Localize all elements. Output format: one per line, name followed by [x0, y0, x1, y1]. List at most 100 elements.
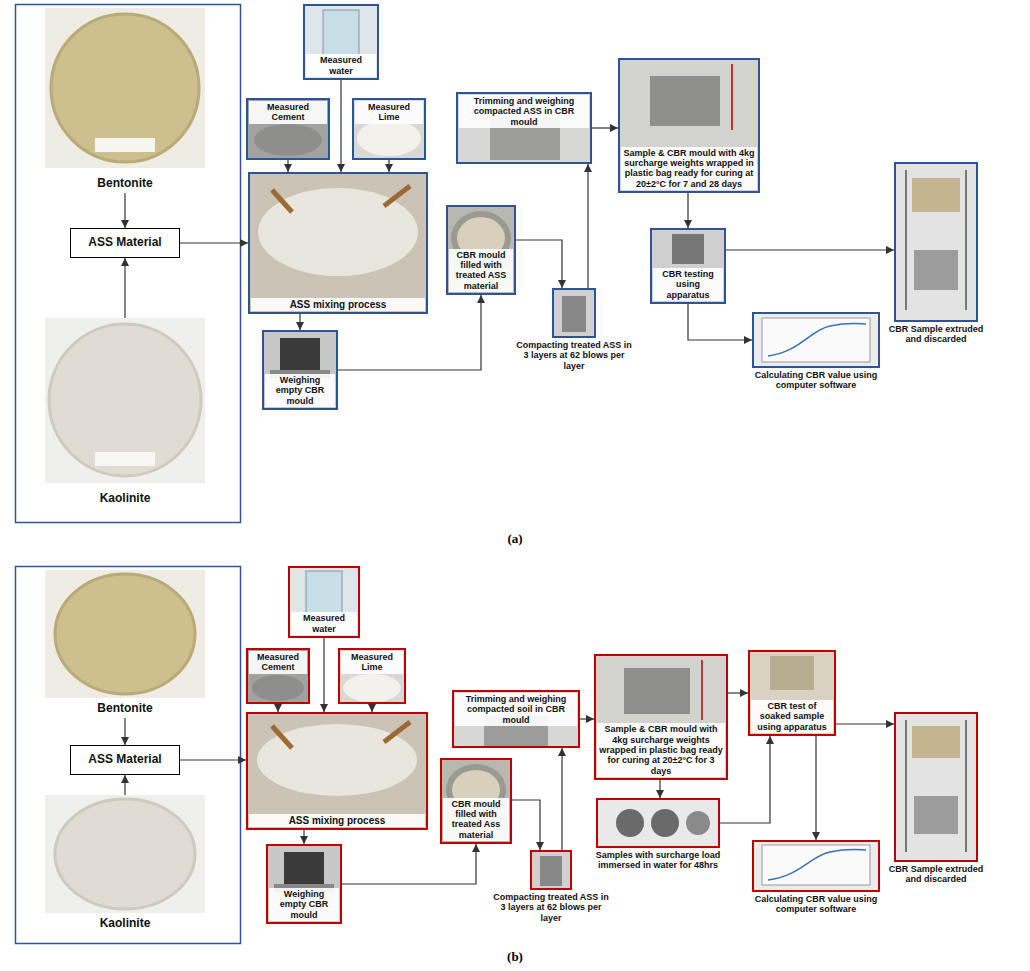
caption-area: Kaolinite	[45, 492, 205, 506]
photo	[768, 324, 866, 357]
photo	[914, 250, 958, 290]
process-photo-box: CBR testing using apparatus	[650, 228, 726, 304]
step-caption: Samples with surcharge load immersed in …	[588, 850, 728, 871]
flow-arrow	[388, 160, 389, 172]
photo	[552, 288, 596, 338]
photo	[540, 856, 562, 886]
step-caption: CBR mould filled with treated Ass materi…	[445, 799, 507, 840]
caption-area: Compacting treated ASS in 3 layers at 62…	[514, 340, 634, 371]
process-photo-box: Compacting treated ASS in 3 layers at 62…	[552, 288, 596, 338]
photo	[650, 76, 720, 126]
photo	[594, 654, 728, 780]
flow-arrow	[340, 80, 341, 172]
photo	[530, 850, 572, 890]
photo	[384, 722, 410, 742]
caption-area: Trimming and weighing compacted soil in …	[455, 693, 577, 726]
process-photo-box: Sample & CBR mould with 4kg surcharge we…	[618, 58, 760, 193]
flow-arrow	[688, 304, 752, 340]
photo	[446, 205, 516, 295]
photo	[912, 178, 960, 212]
panel-label: (a)	[507, 531, 522, 547]
photo	[965, 170, 967, 310]
photo	[254, 124, 322, 156]
flow-arrow	[124, 718, 125, 745]
flow-arrow	[561, 748, 562, 850]
caption-area: Sample & CBR mould with 4kg surcharge we…	[621, 147, 757, 190]
caption-area: CBR test of soaked sample using apparatu…	[751, 700, 833, 733]
flow-arrow	[342, 844, 476, 884]
caption-area: ASS mixing process	[249, 814, 425, 828]
step-caption: CBR Sample extruded and discarded	[888, 324, 984, 345]
caption-area: ASS mixing process	[251, 298, 425, 312]
photo	[246, 648, 310, 704]
caption-area: Bentonite	[45, 177, 205, 191]
step-caption: ASS mixing process	[253, 299, 423, 311]
process-photo-box: Weighing empty CBR mould	[266, 844, 342, 924]
photo	[894, 712, 978, 862]
material-photo: Kaolinite	[45, 795, 205, 933]
caption-area: Measured water	[291, 612, 357, 635]
process-photo-box: CBR Sample extruded and discarded	[894, 712, 978, 862]
photo	[624, 668, 690, 714]
photo	[288, 566, 360, 638]
flow-arrow	[587, 164, 588, 288]
photo	[306, 571, 342, 615]
group-frame	[16, 567, 241, 944]
caption-area: CBR testing using apparatus	[653, 268, 723, 301]
photo	[51, 14, 199, 162]
step-caption: CBR test of soaked sample using apparatu…	[753, 701, 831, 732]
step-caption: Measured water	[293, 613, 355, 634]
flow-arrow	[180, 759, 246, 760]
photo	[303, 4, 379, 80]
material-label: Bentonite	[45, 177, 205, 191]
photo	[266, 844, 342, 924]
photo	[280, 338, 320, 370]
material-label: Kaolinite	[45, 492, 205, 506]
flow-arrow	[287, 160, 288, 172]
caption-area: ASS Material	[71, 753, 179, 767]
photo	[731, 64, 733, 130]
step-caption: ASS mixing process	[251, 815, 423, 827]
process-photo-box: CBR test of soaked sample using apparatu…	[748, 650, 836, 736]
photo	[55, 799, 195, 909]
caption-area: CBR Sample extruded and discarded	[888, 864, 984, 885]
flow-arrow	[303, 830, 304, 844]
photo	[562, 296, 586, 332]
process-photo-box: CBR mould filled with treated ASS materi…	[446, 205, 516, 295]
photo	[618, 58, 760, 193]
photo	[894, 162, 978, 322]
process-photo-box: Samples with surcharge load immersed in …	[596, 798, 720, 848]
flow-arrow	[124, 193, 125, 228]
process-photo-box: Measured water	[288, 566, 360, 638]
photo	[45, 318, 205, 483]
photo	[248, 172, 428, 314]
flow-arrow	[516, 240, 562, 288]
caption-area: Calculating CBR value using computer sof…	[752, 894, 880, 915]
photo	[770, 656, 814, 690]
flow-arrow	[512, 800, 540, 850]
material-label: Kaolinite	[45, 917, 205, 931]
photo	[343, 674, 401, 702]
step-caption: Weighing empty CBR mould	[267, 375, 333, 406]
photo	[440, 758, 512, 844]
flow-arrow	[299, 314, 300, 330]
caption-area: Measured Lime	[355, 101, 423, 124]
step-caption: Measured Lime	[357, 102, 421, 123]
material-box: ASS Material	[70, 745, 180, 775]
photo	[672, 234, 704, 264]
photo	[914, 796, 958, 834]
flow-arrow	[728, 692, 748, 693]
flow-arrow	[277, 704, 278, 712]
caption-area: Sample & CBR mould with 4kg surcharge we…	[597, 723, 725, 777]
photo	[252, 675, 304, 701]
flow-arrow	[659, 780, 660, 798]
photo	[752, 840, 880, 892]
photo	[452, 690, 580, 748]
photo	[651, 809, 679, 837]
photo	[95, 452, 155, 466]
step-caption: Measured Cement	[251, 652, 305, 673]
photo	[762, 845, 870, 885]
process-photo-box: CBR Sample extruded and discarded	[894, 162, 978, 322]
